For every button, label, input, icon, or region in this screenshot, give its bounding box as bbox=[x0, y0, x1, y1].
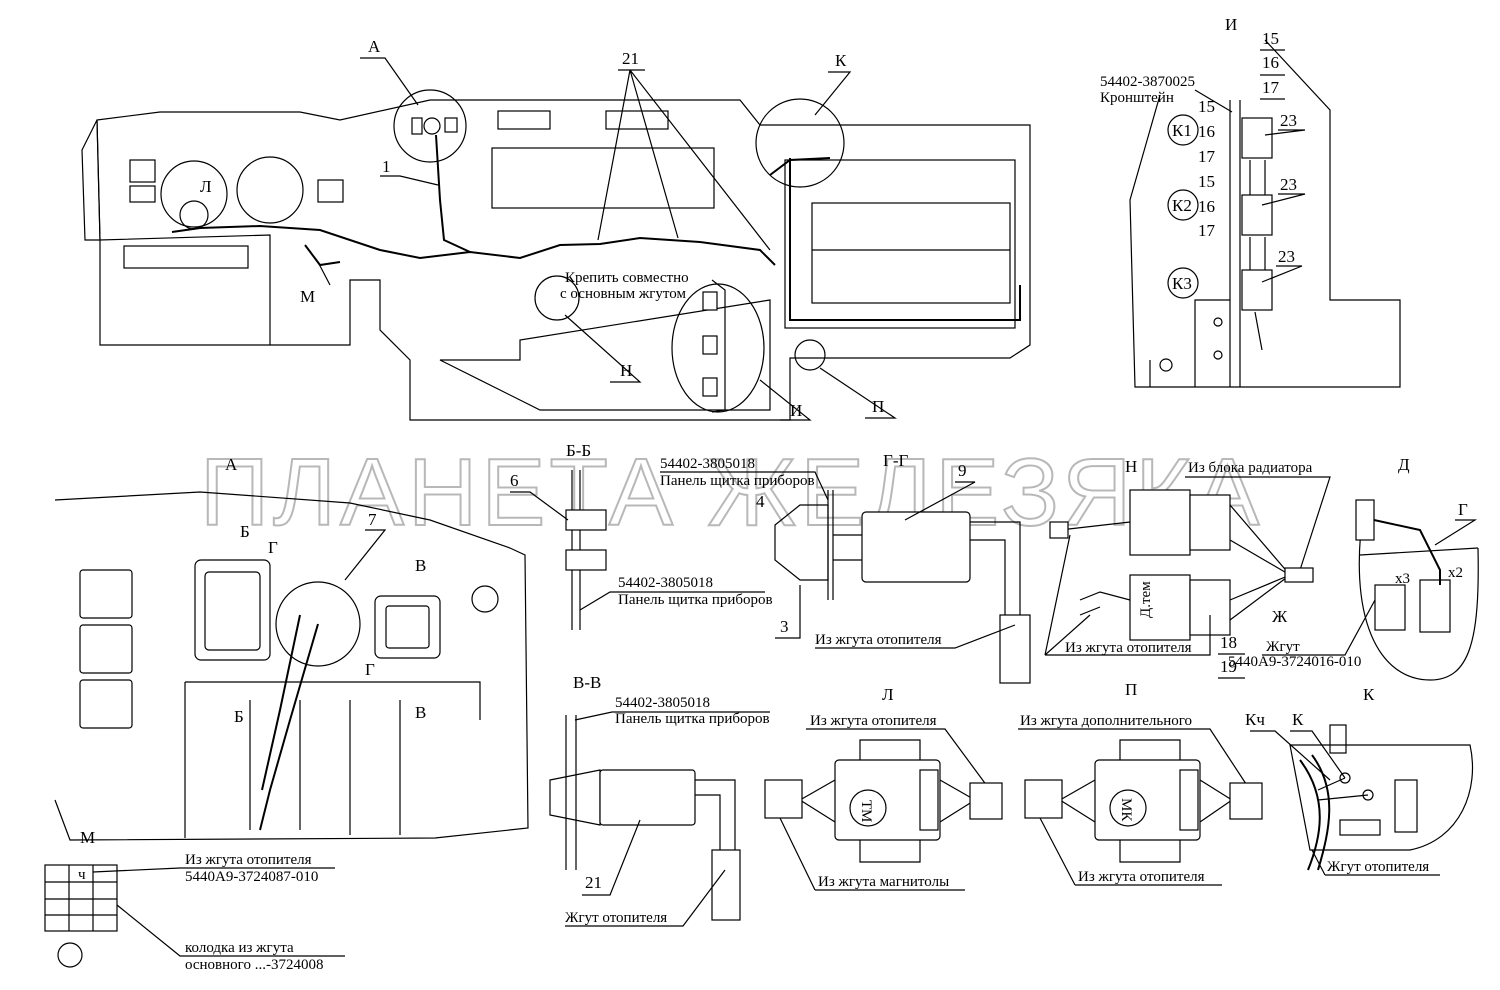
view-m-line3: колодка из жгута bbox=[185, 940, 294, 956]
view-a-v-bottom: В bbox=[415, 703, 426, 722]
view-i: И 54402-3870025 Кронштейн К1 К2 К3 15 16… bbox=[1100, 15, 1401, 388]
view-vv-21: 21 bbox=[585, 873, 602, 892]
view-i-17a: 17 bbox=[1262, 78, 1280, 97]
view-d-harness-no: 5440А9-3724016-010 bbox=[1228, 654, 1361, 670]
view-i-23b: 23 bbox=[1280, 175, 1297, 194]
note-line1: Крепить совместно bbox=[565, 270, 689, 286]
view-k-harness: Жгут отопителя bbox=[1327, 859, 1429, 875]
label-21: 21 bbox=[622, 49, 639, 68]
view-d-x2: x2 bbox=[1448, 565, 1463, 581]
view-vv-part-no: 54402-3805018 bbox=[615, 695, 710, 711]
view-n-harness: Из жгута отопителя bbox=[1065, 640, 1192, 656]
view-gg-title: Г-Г bbox=[883, 451, 908, 470]
view-i-16c: 16 bbox=[1198, 197, 1215, 216]
view-d-x3: x3 bbox=[1395, 571, 1410, 587]
view-gg-part-name: Панель щитка приборов bbox=[660, 473, 815, 489]
view-i-title: И bbox=[1225, 15, 1237, 34]
view-k-title: К bbox=[1363, 685, 1375, 704]
view-p-harness-bottom: Из жгута отопителя bbox=[1078, 869, 1205, 885]
view-i-k1: К1 bbox=[1172, 121, 1192, 140]
view-l-title: Л bbox=[882, 685, 894, 704]
label-i: И bbox=[790, 401, 802, 420]
view-vv-part-name: Панель щитка приборов bbox=[615, 711, 770, 727]
view-a-title: А bbox=[225, 455, 238, 474]
view-d: Д x3 x2 Г Жгут 5440А9-3724016-010 bbox=[1228, 455, 1479, 681]
view-p: П Из жгута дополнительного МК Из жгута о… bbox=[1018, 680, 1263, 886]
view-l-harness-bottom: Из жгута магнитолы bbox=[818, 874, 949, 890]
view-l: Л Из жгута отопителя ТМ Из жгута магнито… bbox=[764, 685, 1003, 891]
view-i-part-name: Кронштейн bbox=[1100, 90, 1174, 106]
view-vv-title: В-В bbox=[573, 673, 601, 692]
label-1: 1 bbox=[382, 157, 391, 176]
view-i-23a: 23 bbox=[1280, 111, 1297, 130]
view-m-cell: ч bbox=[78, 867, 86, 883]
view-i-16b: 16 bbox=[1198, 122, 1215, 141]
view-gg: Г-Г 54402-3805018 Панель щитка приборов … bbox=[660, 451, 1031, 684]
view-vv: В-В 54402-3805018 Панель щитка приборов … bbox=[549, 673, 770, 927]
view-n-19: 19 bbox=[1220, 657, 1237, 676]
view-i-part-no: 54402-3870025 bbox=[1100, 74, 1195, 90]
view-i-15a: 15 bbox=[1262, 29, 1279, 48]
view-gg-4: 4 bbox=[756, 492, 765, 511]
view-i-k2: К2 bbox=[1172, 196, 1192, 215]
view-n-18: 18 bbox=[1220, 633, 1237, 652]
view-i-16a: 16 bbox=[1262, 53, 1279, 72]
view-vv-harness: Жгут отопителя bbox=[565, 910, 667, 926]
view-a-b-top: Б bbox=[240, 522, 250, 541]
view-bb-title: Б-Б bbox=[566, 441, 591, 460]
view-k: К Кч К Жгут отопителя bbox=[1245, 685, 1474, 876]
note-line2: с основным жгутом bbox=[560, 286, 686, 302]
watermark: ПЛАНЕТА ЖЕЛЕЗЯКА bbox=[200, 439, 1263, 546]
main-dashboard-view: А К 21 1 Л М Крепить совместно с основны… bbox=[81, 37, 1031, 421]
view-bb-6: 6 bbox=[510, 471, 519, 490]
label-l: Л bbox=[200, 177, 212, 196]
view-a-7: 7 bbox=[368, 510, 377, 529]
view-gg-harness: Из жгута отопителя bbox=[815, 632, 942, 648]
view-n-zh: Ж bbox=[1272, 607, 1288, 626]
view-bb: Б-Б 6 54402-3805018 Панель щитка приборо… bbox=[510, 441, 773, 630]
view-d-harness-label: Жгут bbox=[1266, 639, 1300, 655]
view-p-title: П bbox=[1125, 680, 1137, 699]
view-d-g: Г bbox=[1458, 500, 1468, 519]
view-p-harness-top: Из жгута дополнительного bbox=[1020, 713, 1192, 729]
view-a-v-top: В bbox=[415, 556, 426, 575]
view-i-15c: 15 bbox=[1198, 172, 1215, 191]
view-d-title: Д bbox=[1398, 455, 1410, 474]
view-i-23c: 23 bbox=[1278, 247, 1295, 266]
view-a-g-bottom: Г bbox=[365, 660, 375, 679]
view-p-connector: МК bbox=[1118, 798, 1134, 822]
view-k-kch: Кч bbox=[1245, 710, 1265, 729]
view-n-title: Н bbox=[1125, 457, 1137, 476]
view-m-title: М bbox=[80, 828, 95, 847]
view-bb-part-no: 54402-3805018 bbox=[618, 575, 713, 591]
label-k: К bbox=[835, 51, 847, 70]
view-a-b-bottom: Б bbox=[234, 707, 244, 726]
view-a-g-top: Г bbox=[268, 538, 278, 557]
label-n: Н bbox=[620, 361, 632, 380]
view-i-15b: 15 bbox=[1198, 97, 1215, 116]
view-l-harness-top: Из жгута отопителя bbox=[810, 713, 937, 729]
label-a: А bbox=[368, 37, 381, 56]
view-l-connector: ТМ bbox=[858, 800, 874, 822]
view-n-dtem: Д.тем bbox=[1138, 581, 1154, 618]
view-gg-3: 3 bbox=[780, 617, 789, 636]
view-n-from-radiator: Из блока радиатора bbox=[1188, 460, 1313, 476]
view-m-line2: 5440А9-3724087-010 bbox=[185, 869, 318, 885]
view-k-k: К bbox=[1292, 710, 1304, 729]
view-m-line4: основного ...-3724008 bbox=[185, 957, 323, 973]
view-gg-part-no: 54402-3805018 bbox=[660, 456, 755, 472]
view-a: А Б Г В Г Б В 7 bbox=[54, 455, 529, 841]
view-i-k3: К3 bbox=[1172, 274, 1192, 293]
label-m: М bbox=[300, 287, 315, 306]
view-i-17b: 17 bbox=[1198, 147, 1216, 166]
view-n: Н Из блока радиатора Д.тем Ж Из жгута от… bbox=[1044, 457, 1331, 679]
view-m-line1: Из жгута отопителя bbox=[185, 852, 312, 868]
view-i-17c: 17 bbox=[1198, 221, 1216, 240]
view-bb-part-name: Панель щитка приборов bbox=[618, 592, 773, 608]
view-gg-9: 9 bbox=[958, 461, 967, 480]
view-m: М ч Из жгута отопителя 5440А9-3724087-01… bbox=[44, 828, 345, 973]
